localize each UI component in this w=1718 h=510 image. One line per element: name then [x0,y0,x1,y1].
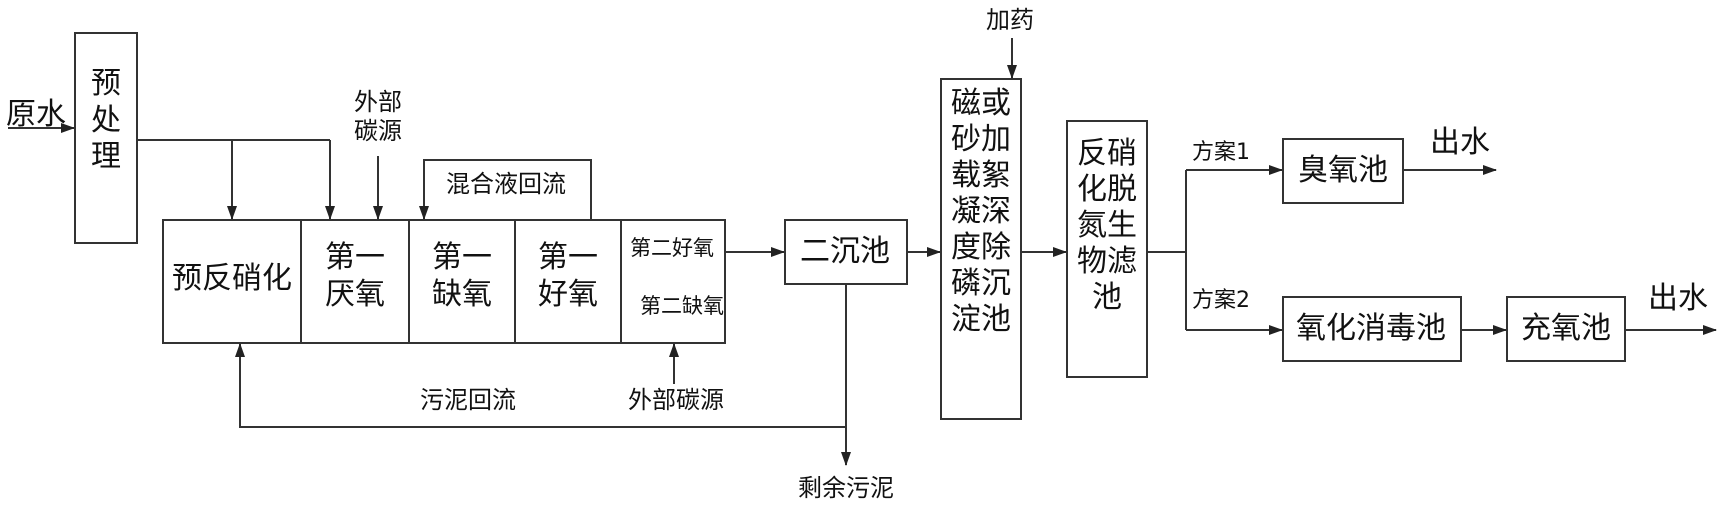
sludge-return-label: 污泥回流 [420,386,516,414]
oxygenation-tank-label: 充氧池 [1521,311,1611,346]
oxygenation-tank-box [1506,296,1626,362]
external-carbon-top-label: 外部碳源 [354,88,402,145]
pre-denitrification-zone [162,219,302,344]
aerobic-1-label: 第一好氧 [538,240,598,312]
raw-water-label: 原水 [6,97,66,132]
option-1-label: 方案1 [1192,140,1250,165]
mixed-liquor-return-line [419,159,592,220]
pretreatment-label: 预处理 [91,66,121,175]
excess-sludge-label: 剩余污泥 [798,474,894,502]
ozone-tank-label: 臭氧池 [1298,153,1388,188]
external-carbon-bottom-label: 外部碳源 [628,386,724,414]
aerobic-2-label: 第二好氧 [630,236,714,260]
coagulation-box [940,78,1022,420]
outlet-1-label: 出水 [1430,125,1490,160]
mixed-liquor-return-label: 混合液回流 [446,170,566,198]
oxidation-disinfection-box [1282,296,1462,362]
aerobic-1-zone [514,219,622,344]
pre-denitrification-label: 预反硝化 [172,261,292,296]
anaerobic-1-label: 第一厌氧 [325,240,385,312]
ozone-tank-box [1282,138,1404,204]
option-2-label: 方案2 [1192,288,1250,313]
secondary-clarifier-box [784,219,908,285]
outlet-2-label: 出水 [1648,281,1708,316]
coagulation-label: 磁或砂加载絮凝深度除磷沉淀池 [951,86,1011,337]
anoxic-1-zone [408,219,516,344]
anoxic-2-label: 第二缺氧 [640,294,724,318]
sludge-return-line [235,343,846,428]
secondary-clarifier-label: 二沉池 [800,234,890,269]
dosing-label: 加药 [986,6,1034,34]
denitrification-filter-label: 反硝化脱氮生物滤池 [1077,136,1137,315]
denitrification-filter-box [1066,120,1148,378]
anaerobic-1-zone [300,219,410,344]
pretreatment-box [74,32,138,244]
oxidation-disinfection-label: 氧化消毒池 [1296,311,1446,346]
anoxic-1-label: 第一缺氧 [432,240,492,312]
